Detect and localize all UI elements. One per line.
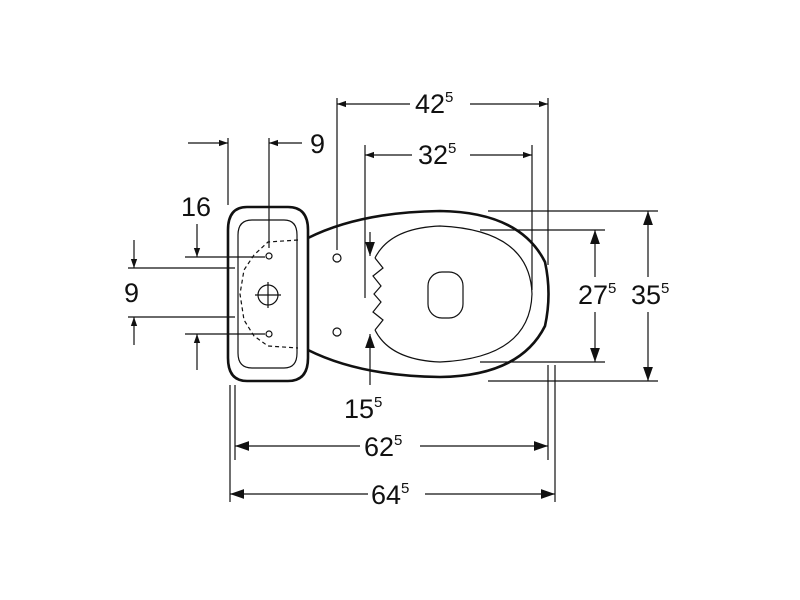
- bowl-notch: [372, 257, 384, 331]
- cistern-inner: [237, 219, 298, 369]
- bowl-rim: [374, 225, 533, 363]
- dim-label-32-5: 325: [418, 140, 456, 170]
- drain-opening: [427, 271, 464, 319]
- mounting-hole-top: [332, 253, 342, 263]
- extension-lines: [128, 98, 658, 502]
- dim-label-35-5: 355: [631, 280, 669, 310]
- bowl-outline: [307, 209, 550, 379]
- dim-label-9-left: 9: [124, 278, 139, 308]
- dimension-labels: 425 325 9 16 9 275 355 155 625 645: [124, 89, 669, 510]
- dim-label-27-5: 275: [578, 280, 616, 310]
- dim-label-42-5: 425: [415, 89, 453, 119]
- dim-label-9-top: 9: [310, 129, 325, 159]
- dim-label-62-5: 625: [364, 432, 402, 462]
- cistern-fixture-bottom: [265, 330, 273, 338]
- cistern-fixture-top: [265, 252, 273, 260]
- cistern-outline: [226, 205, 310, 383]
- dim-label-16: 16: [181, 192, 211, 222]
- dim-label-64-5: 645: [371, 480, 409, 510]
- mounting-hole-bottom: [332, 327, 342, 337]
- cistern-dashed-outline: [239, 239, 299, 349]
- dim-label-15-5: 155: [344, 394, 382, 424]
- toilet-body: [226, 205, 550, 383]
- dimension-lines: [130, 100, 653, 499]
